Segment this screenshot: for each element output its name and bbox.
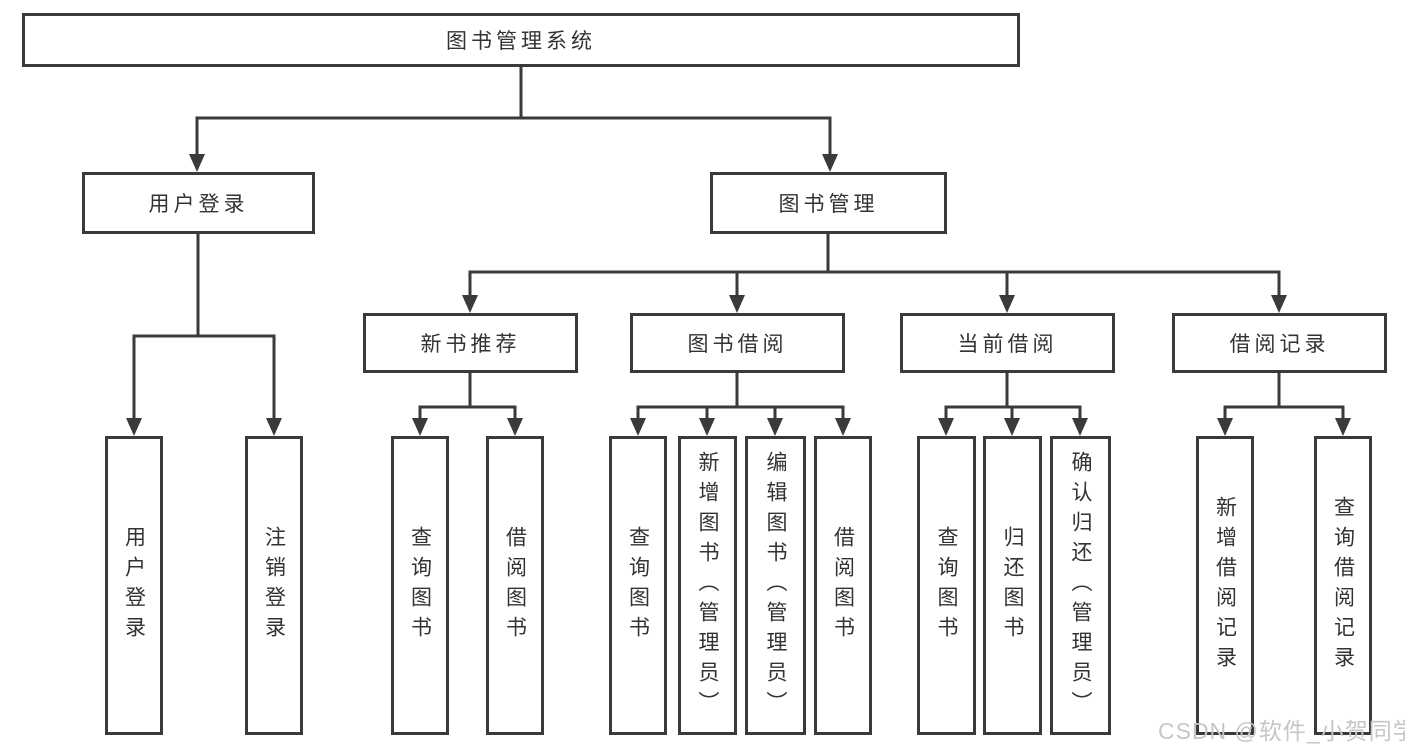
node-root-library-management-system: 图书管理系统 — [22, 13, 1020, 67]
leaf-label: 新增图书（管理员） — [696, 450, 719, 721]
leaf-label: 归还图书 — [1001, 525, 1024, 646]
leaf-query-borrow-record: 查询借阅记录 — [1314, 436, 1372, 735]
leaf-query-books-recommend: 查询图书 — [391, 436, 449, 735]
node-new-book-recommendation: 新书推荐 — [363, 313, 578, 373]
leaf-label: 编辑图书（管理员） — [764, 450, 787, 721]
leaf-user-login: 用户登录 — [105, 436, 163, 735]
node-user-login-module: 用户登录 — [82, 172, 315, 234]
leaf-edit-books-admin: 编辑图书（管理员） — [745, 436, 806, 735]
leaf-label: 用户登录 — [122, 525, 146, 646]
leaf-label: 借阅图书 — [503, 525, 527, 646]
leaf-return-books: 归还图书 — [983, 436, 1042, 735]
node-book-management-module: 图书管理 — [710, 172, 947, 234]
leaf-label: 查询图书 — [935, 525, 958, 646]
leaf-label: 确认归还（管理员） — [1069, 450, 1092, 721]
leaf-label: 注销登录 — [262, 525, 286, 646]
leaf-confirm-return-admin: 确认归还（管理员） — [1050, 436, 1111, 735]
node-book-borrowing: 图书借阅 — [630, 313, 845, 373]
leaf-label: 查询图书 — [626, 525, 650, 646]
leaf-add-borrow-record: 新增借阅记录 — [1196, 436, 1254, 735]
leaf-borrow-books: 借阅图书 — [814, 436, 872, 735]
csdn-watermark: CSDN @软件_小贺同学 — [1158, 718, 1405, 744]
leaf-logout: 注销登录 — [245, 436, 303, 735]
leaf-label: 查询借阅记录 — [1331, 495, 1355, 676]
leaf-add-books-admin: 新增图书（管理员） — [678, 436, 737, 735]
leaf-query-books-borrow: 查询图书 — [609, 436, 667, 735]
leaf-query-books-current: 查询图书 — [917, 436, 976, 735]
leaf-label: 借阅图书 — [831, 525, 855, 646]
leaf-borrow-books-recommend: 借阅图书 — [486, 436, 544, 735]
leaf-label: 查询图书 — [408, 525, 432, 646]
node-current-borrowing: 当前借阅 — [900, 313, 1115, 373]
node-borrowing-records: 借阅记录 — [1172, 313, 1387, 373]
leaf-label: 新增借阅记录 — [1213, 495, 1237, 676]
